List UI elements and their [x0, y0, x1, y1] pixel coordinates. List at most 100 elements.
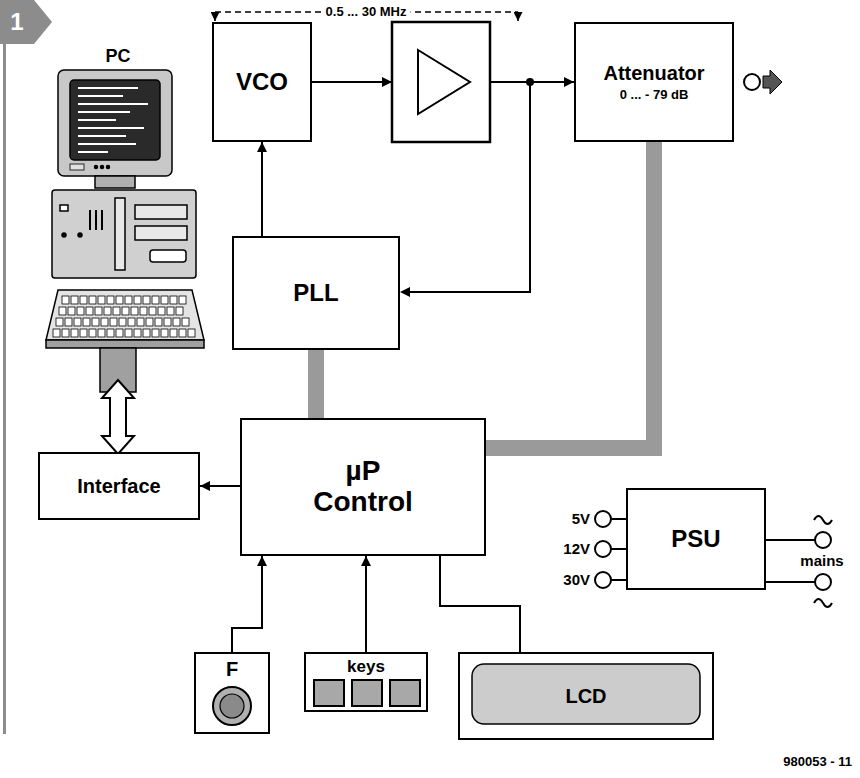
- pc-illustration-part-part: [107, 296, 114, 304]
- pc-illustration-part-part: [146, 318, 153, 326]
- pc-illustration: [46, 70, 204, 392]
- pc-illustration-part-part: [125, 296, 132, 304]
- pc-illustration-part-part: [167, 307, 174, 315]
- figure-badge: [0, 0, 52, 734]
- psu-terminals-part: [815, 574, 831, 590]
- output-terminal-part: [763, 70, 782, 94]
- figure-code: 980053 - 11: [783, 755, 852, 769]
- interface-box: Interface: [38, 452, 200, 520]
- pc-illustration-part-part: [182, 318, 189, 326]
- pc-illustration-part: [78, 233, 82, 237]
- figure-badge-part: [3, 44, 6, 734]
- signal-line: [261, 142, 263, 236]
- pc-illustration-part-part: [137, 318, 144, 326]
- pc-illustration-part-part: [119, 318, 126, 326]
- knob-box: F: [194, 652, 270, 734]
- pc-illustration-part: [101, 166, 104, 169]
- pc-illustration-part-part: [161, 329, 168, 337]
- amplifier-symbol-part: [392, 22, 490, 142]
- pc-illustration-part-part: [173, 318, 180, 326]
- amplifier-symbol-part: [418, 50, 470, 114]
- pc-illustration-part-part: [78, 119, 116, 121]
- pc-illustration-part-part: [110, 318, 117, 326]
- dimension-line-part: [517, 12, 519, 21]
- pc-illustration-part-part: [149, 307, 156, 315]
- pc-illustration-part: [62, 233, 66, 237]
- lcd-screen-part: [472, 664, 700, 724]
- dimension-line-part: [214, 12, 216, 21]
- key-buttons: [314, 680, 420, 706]
- pc-illustration-part: [52, 190, 196, 278]
- feedback-wire: [400, 78, 534, 297]
- tuning-knob-part: [220, 694, 244, 718]
- pc-illustration-part-part: [78, 87, 138, 89]
- pc-illustration-part: [46, 290, 204, 340]
- key-buttons-part: [314, 680, 344, 706]
- pc-illustration-part-part: [78, 95, 123, 97]
- data-bus: [308, 350, 324, 418]
- pc-illustration-part-part: [89, 329, 96, 337]
- controller-box: µP Control: [240, 418, 486, 556]
- pc-illustration-part-part: [78, 111, 130, 113]
- pc-illustration-part-part: [155, 318, 162, 326]
- pc-illustration-part-part: [116, 296, 123, 304]
- pc-illustration-part: [70, 80, 160, 160]
- pc-illustration-part-part: [125, 329, 132, 337]
- psu-terminals-part: [595, 572, 611, 588]
- pc-illustration-part-part: [128, 318, 135, 326]
- pc-illustration-part-part: [116, 329, 123, 337]
- psu-terminals-part: [595, 511, 611, 527]
- pc-illustration-part-part: [78, 135, 126, 137]
- tuning-knob: [213, 687, 251, 725]
- amplifier-symbol: [382, 22, 490, 142]
- pc-illustration-part-part: [78, 151, 108, 153]
- pc-illustration-part: [46, 340, 204, 348]
- pc-illustration-part-part: [140, 307, 147, 315]
- pc-illustration-part-part: [77, 307, 84, 315]
- pc-illustration-part-part: [179, 329, 186, 337]
- pc-illustration-part-part: [80, 329, 87, 337]
- pc-illustration-part: [95, 166, 98, 169]
- pc-illustration-part-part: [68, 307, 75, 315]
- box-title: Interface: [77, 475, 160, 497]
- lcd-screen: [472, 664, 700, 724]
- pc-illustration-part: [135, 205, 187, 219]
- pc-illustration-part: [53, 296, 195, 337]
- pc-illustration-part-part: [62, 296, 69, 304]
- pc-illustration-part-part: [59, 307, 66, 315]
- output-terminal: [744, 70, 782, 94]
- pc-illustration-part: [90, 210, 102, 230]
- pc-illustration-part: [115, 198, 125, 270]
- voltage-label: 30V: [563, 572, 590, 589]
- pc-illustration-part-part: [143, 329, 150, 337]
- box-title: PSU: [671, 526, 720, 552]
- box-subtitle: 0 ... - 79 dB: [620, 88, 689, 102]
- pc-illustration-part-part: [107, 329, 114, 337]
- pc-illustration-part-part: [143, 296, 150, 304]
- voltage-label: 12V: [563, 541, 590, 558]
- pc-illustration-part-part: [179, 296, 186, 304]
- pc-illustration-part: [70, 164, 84, 170]
- pc-illustration-part-part: [56, 318, 63, 326]
- pc-illustration-part: [150, 250, 186, 262]
- pc-illustration-part: [107, 166, 110, 169]
- pc-illustration-part-part: [74, 318, 81, 326]
- pc-illustration-part-part: [152, 296, 159, 304]
- box-title: LCD: [565, 685, 606, 707]
- data-bus: [486, 142, 654, 448]
- signal-line: [200, 485, 240, 487]
- psu-terminals-part: [814, 599, 832, 607]
- feedback-wire-part: [410, 82, 530, 292]
- box-title: F: [226, 658, 238, 680]
- pc-illustration-part-part: [176, 307, 183, 315]
- pc-illustration-part-part: [164, 318, 171, 326]
- lcd-box: LCD: [458, 652, 714, 740]
- mains-label: mains: [800, 553, 843, 570]
- pc-illustration-part-part: [98, 329, 105, 337]
- pc-illustration-part-part: [78, 127, 144, 129]
- vco-box: VCO: [212, 22, 312, 142]
- signal-line: [440, 556, 520, 652]
- pc-illustration-part-part: [78, 103, 148, 105]
- pc-illustration-part-part: [188, 329, 195, 337]
- pc-illustration-part-part: [78, 143, 136, 145]
